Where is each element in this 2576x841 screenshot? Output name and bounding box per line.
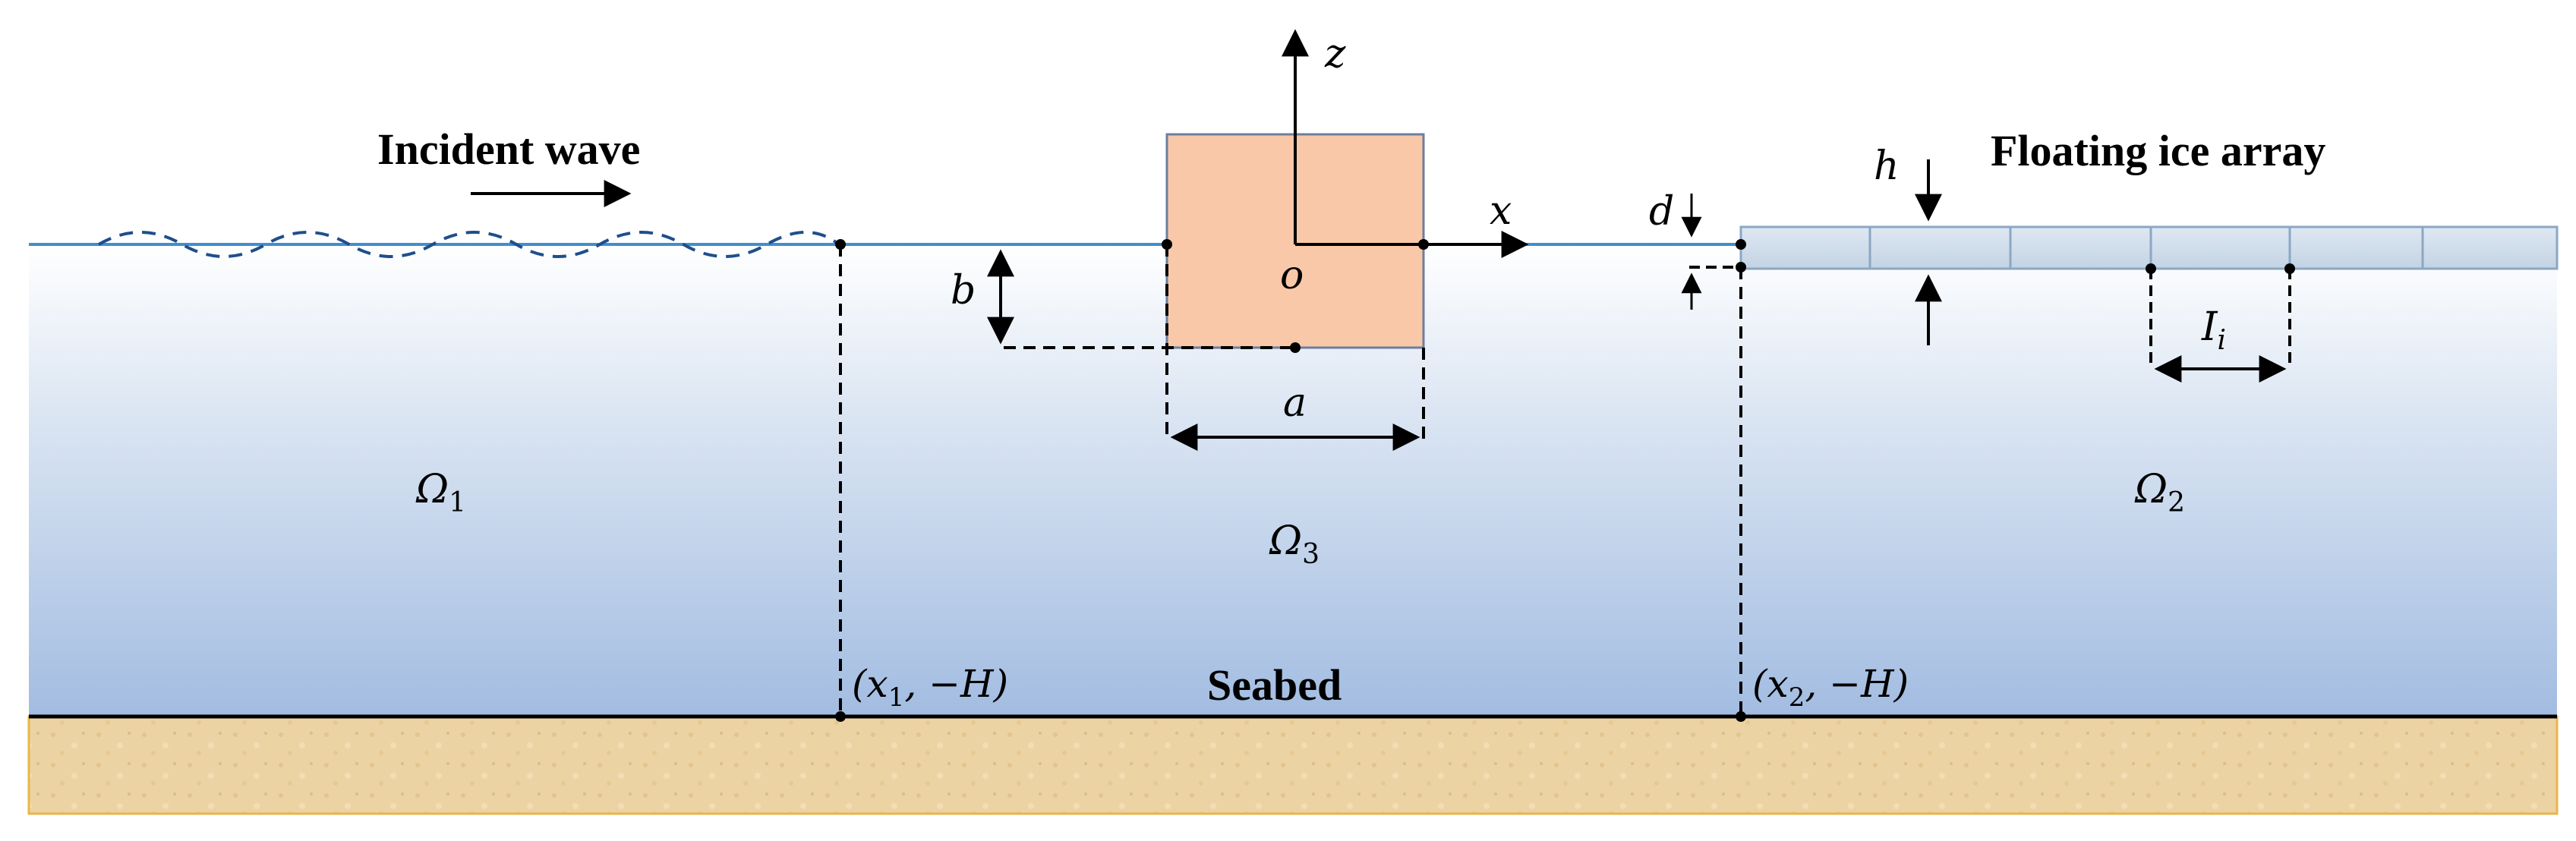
- ice-floe: [2009, 225, 2152, 270]
- omega-2-label: Ω2: [2134, 467, 2185, 518]
- seabed-sand: [27, 715, 2559, 815]
- boundary-x1-top-point: [835, 239, 846, 250]
- ice-floe: [2149, 225, 2291, 270]
- ice-floe: [2421, 225, 2559, 270]
- structure-right-point: [1418, 239, 1429, 250]
- axis-z-label: z: [1324, 31, 1346, 77]
- point-x2-label: (x2, −H): [1752, 662, 1909, 713]
- point-x1-label: (x1, −H): [852, 662, 1008, 713]
- origin-label: o: [1280, 253, 1304, 298]
- floating-ice-array-label: Floating ice array: [1991, 126, 2325, 175]
- ice-floe: [2288, 225, 2424, 270]
- dim-d-label: d: [1649, 189, 1674, 235]
- ice-floe: [1739, 225, 1871, 270]
- dim-h-label: h: [1874, 143, 1900, 189]
- dim-a-label: a: [1283, 380, 1307, 426]
- structure-bottom-point: [1290, 342, 1301, 353]
- boundary-x1-bottom-point: [835, 711, 846, 722]
- seabed-label: Seabed: [1207, 660, 1342, 710]
- ice-floe: [1868, 225, 2012, 270]
- ice-floe-array: [1739, 225, 2559, 270]
- length-i-left-point: [2146, 263, 2156, 274]
- boundary-x2-top-point: [1736, 239, 1746, 250]
- incident-wave-label: Incident wave: [377, 124, 640, 174]
- dim-b-label: b: [951, 268, 976, 313]
- dim-i-label: Ii: [2201, 304, 2226, 356]
- omega-3-label: Ω3: [1269, 518, 1320, 570]
- omega-1-label: Ω1: [415, 467, 466, 518]
- axis-x-label: x: [1490, 188, 1512, 234]
- boundary-x2-bottom-point: [1736, 711, 1746, 722]
- length-i-right-point: [2284, 263, 2295, 274]
- incident-wave-curve: [97, 231, 840, 258]
